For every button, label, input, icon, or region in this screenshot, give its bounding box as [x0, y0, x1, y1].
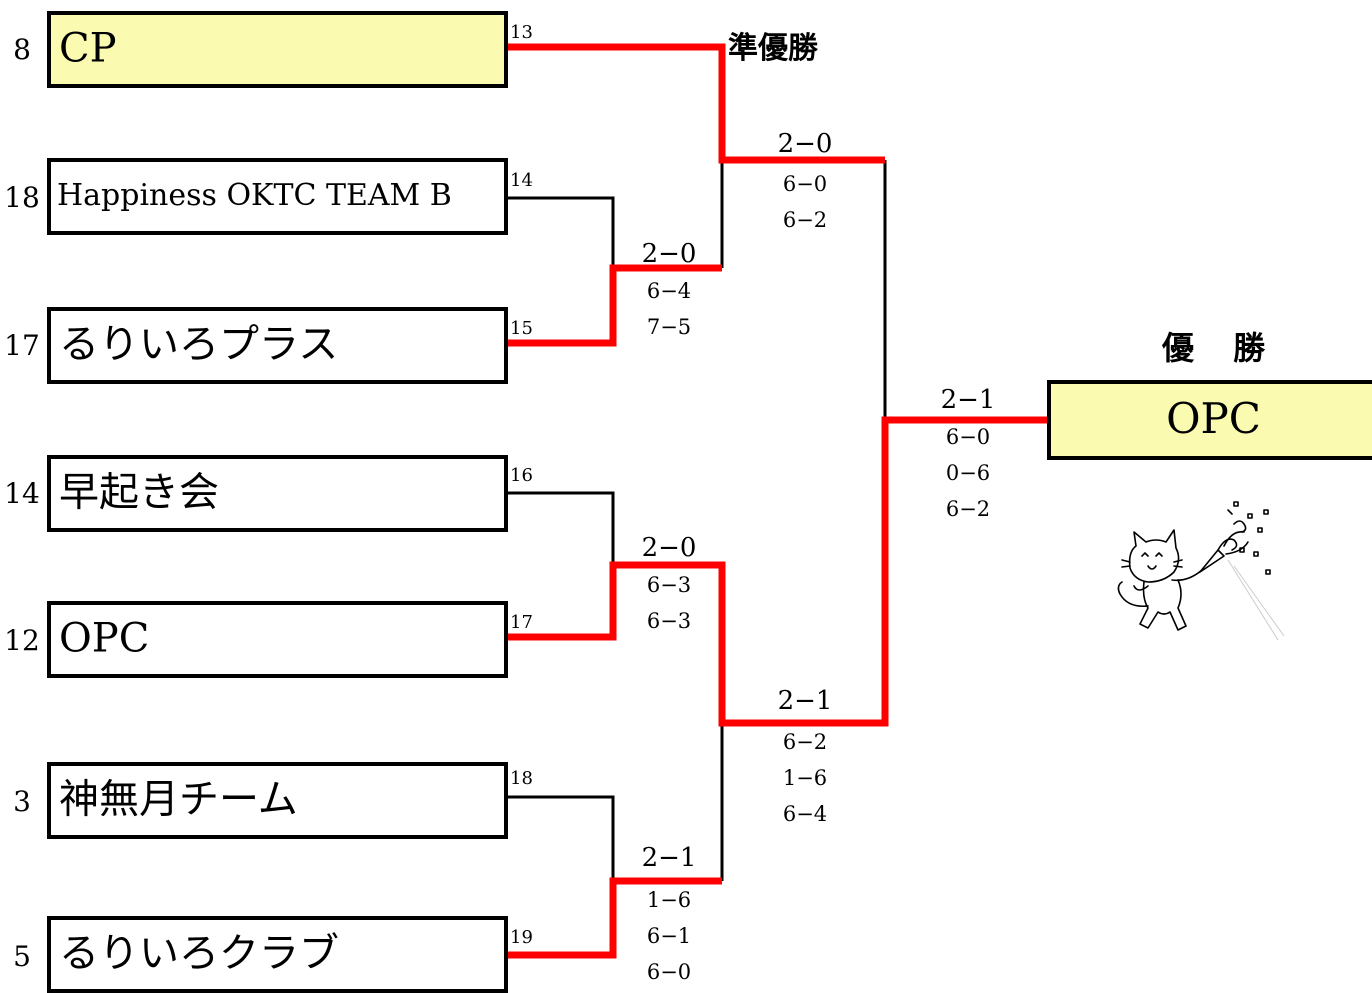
line-team-4 [505, 491, 615, 565]
set-score: 6−0 [782, 172, 828, 196]
set-score: 6−3 [646, 573, 692, 597]
seed-number: 3 [13, 785, 31, 818]
match-sets: 6−0 6−2 [750, 166, 860, 238]
match-number: 15 [510, 318, 533, 339]
team-name: るりいろプラス [59, 320, 339, 367]
match-sets: 6−4 7−5 [614, 273, 724, 345]
match-sets: 6−0 0−6 6−2 [913, 419, 1023, 527]
line-team-6 [505, 795, 615, 881]
set-score: 1−6 [646, 888, 692, 912]
team-name: Happiness OKTC TEAM B [57, 177, 452, 213]
celebrating-cat-icon [1117, 501, 1285, 640]
seed-number: 5 [13, 940, 31, 973]
team-box[interactable]: OPC [47, 601, 508, 678]
seed-number: 12 [4, 624, 40, 657]
team-box[interactable]: 早起き会 [47, 455, 508, 532]
match-sets: 6−3 6−3 [614, 567, 724, 639]
set-score: 6−2 [782, 208, 828, 232]
match-sets: 6−2 1−6 6−4 [750, 724, 860, 832]
team-box[interactable]: Happiness OKTC TEAM B [47, 158, 508, 235]
seed-number: 8 [13, 33, 31, 66]
seed-number: 18 [4, 181, 40, 214]
line-team-5 [505, 416, 1047, 727]
match-score: 2−0 [641, 533, 697, 563]
match-number: 19 [510, 927, 533, 948]
match-score: 2−1 [777, 686, 833, 716]
set-score: 6−2 [945, 497, 991, 521]
champion-name: OPC [1166, 394, 1261, 443]
team-box[interactable]: るりいろプラス [47, 307, 508, 384]
champion-label: 優 勝 [1162, 329, 1280, 367]
set-score: 6−3 [646, 609, 692, 633]
set-score: 6−1 [646, 924, 692, 948]
line-team-2 [505, 196, 615, 268]
seed-number: 14 [4, 477, 40, 510]
match-sets: 1−6 6−1 6−0 [614, 882, 724, 990]
match-number: 16 [510, 465, 533, 486]
runner-up-label: 準優勝 [728, 31, 818, 66]
line-team-7 [505, 877, 722, 959]
set-score: 6−2 [782, 730, 828, 754]
seed-number: 17 [4, 329, 40, 362]
team-name: OPC [59, 614, 150, 661]
match-score: 2−1 [641, 843, 697, 873]
set-score: 6−0 [646, 960, 692, 984]
match-number: 18 [510, 768, 533, 789]
line-team-1 [505, 43, 885, 164]
set-score: 7−5 [646, 315, 692, 339]
set-score: 6−4 [782, 802, 828, 826]
champion-box[interactable]: OPC [1047, 380, 1372, 460]
team-name: 神無月チーム [59, 775, 298, 822]
match-number: 14 [510, 170, 533, 191]
match-number: 17 [510, 612, 533, 633]
line-team-3 [505, 264, 722, 347]
team-box[interactable]: CP [47, 11, 508, 88]
set-score: 6−4 [646, 279, 692, 303]
match-number: 13 [510, 22, 533, 43]
match-score: 2−1 [940, 385, 996, 415]
set-score: 6−0 [945, 425, 991, 449]
set-score: 1−6 [782, 766, 828, 790]
match-score: 2−0 [641, 239, 697, 269]
team-box[interactable]: 神無月チーム [47, 762, 508, 839]
team-name: CP [59, 24, 117, 71]
set-score: 0−6 [945, 461, 991, 485]
team-box[interactable]: るりいろクラブ [47, 916, 508, 993]
team-name: るりいろクラブ [59, 929, 339, 976]
match-score: 2−0 [777, 129, 833, 159]
team-name: 早起き会 [59, 468, 219, 515]
